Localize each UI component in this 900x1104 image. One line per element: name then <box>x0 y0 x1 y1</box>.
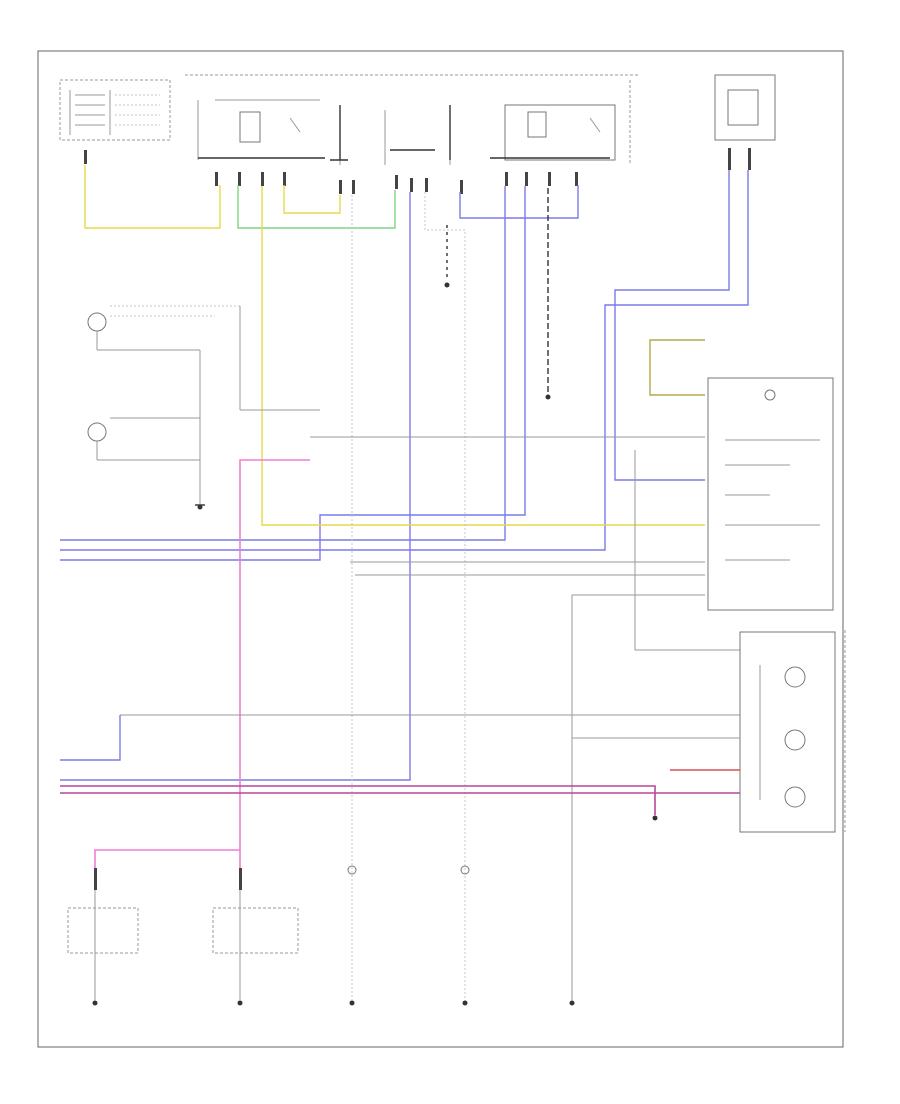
wire-right-lower-2 <box>634 450 740 651</box>
connector-pins-top <box>84 148 751 194</box>
license-lamps <box>347 865 470 875</box>
right-front-marker <box>87 350 201 505</box>
wire-blue-check <box>60 170 749 551</box>
left-rear-lamps <box>212 868 299 1000</box>
wire-gray-2 <box>424 192 466 1000</box>
tail-light-relay <box>185 74 640 160</box>
left-front-marker <box>87 305 320 411</box>
wire-green-top <box>237 185 396 229</box>
dimmer-relay <box>490 104 616 161</box>
fuse-block <box>330 105 451 165</box>
wire-pink-branch <box>94 849 240 875</box>
instrument-cluster <box>739 631 836 833</box>
wire-blue-ic <box>60 715 121 761</box>
wire-yellow-relay <box>283 185 341 214</box>
wire-blue-harness <box>60 186 506 541</box>
wire-blue-dimmer <box>459 185 579 219</box>
headlight-switch-panel <box>59 79 171 141</box>
wire-blue-check-2 <box>614 170 730 481</box>
wire-yellow-long <box>261 186 705 526</box>
wire-blue-harness-2 <box>60 186 526 561</box>
right-rear-lamps <box>67 868 139 1000</box>
diagram-frame <box>37 50 844 1048</box>
wire-blue-long <box>60 192 411 781</box>
wire-yellow-top <box>84 165 221 229</box>
control-module <box>707 377 834 611</box>
wire-olive <box>649 339 705 396</box>
wire-pink <box>239 459 310 880</box>
wire-right-lower <box>571 594 705 1000</box>
wire-magenta-2 <box>60 785 656 815</box>
ground-symbols <box>92 282 658 1006</box>
check-connector <box>714 74 776 141</box>
